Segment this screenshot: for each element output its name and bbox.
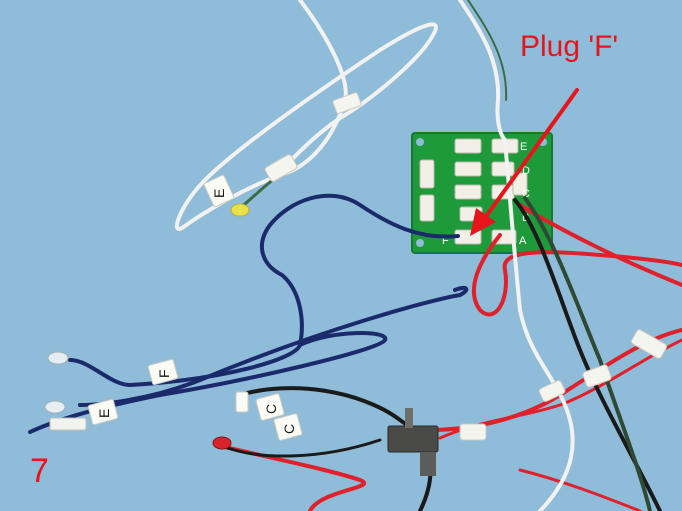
- right-wire-connectors: [459, 329, 668, 441]
- wire-tag-label-c: C: [263, 404, 279, 414]
- wire-tag-label-e-lower: E: [96, 409, 112, 418]
- board-label-e: E: [520, 141, 527, 153]
- step-number: 7: [30, 452, 49, 490]
- board-label-c: C: [522, 188, 530, 200]
- red-led: [212, 436, 232, 450]
- wire-tag-e-top: E: [203, 92, 362, 208]
- wire-tag-c-2: C: [273, 413, 303, 441]
- yellow-led: [230, 154, 298, 217]
- board-label-d: D: [522, 165, 530, 177]
- callout-label: Plug 'F': [520, 30, 619, 63]
- wire-tag-label-e: E: [211, 189, 227, 198]
- clear-leds: [44, 351, 87, 431]
- wire-tag-c-1: C: [235, 391, 285, 421]
- slide-switch: [387, 408, 439, 476]
- board-label-a: A: [519, 235, 527, 247]
- wire-tag-label-f: F: [156, 369, 172, 378]
- wire-tag-label-c-2: C: [281, 424, 297, 434]
- white-wire-switch: [503, 138, 575, 511]
- callout-arrow: [470, 88, 579, 236]
- wire-tag-f: F: [147, 358, 179, 386]
- wire-tag-e-lower: E: [87, 398, 119, 426]
- board-label-f: F: [442, 235, 449, 247]
